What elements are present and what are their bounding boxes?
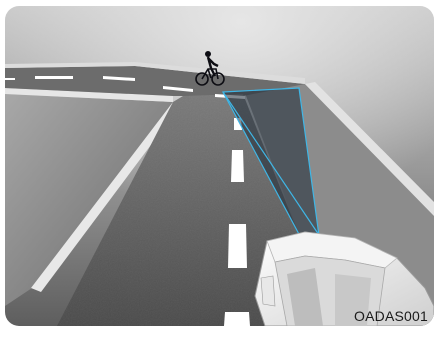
image-code-label: OADAS001 — [354, 308, 428, 324]
cross-lane-dash — [5, 78, 15, 80]
road-scene-illustration — [5, 6, 434, 326]
center-lane-dash — [224, 312, 250, 326]
center-lane-dash — [228, 224, 247, 268]
illustration-frame: OADAS001 — [5, 6, 434, 326]
cross-lane-dash — [35, 76, 73, 79]
center-lane-dash — [231, 150, 244, 182]
